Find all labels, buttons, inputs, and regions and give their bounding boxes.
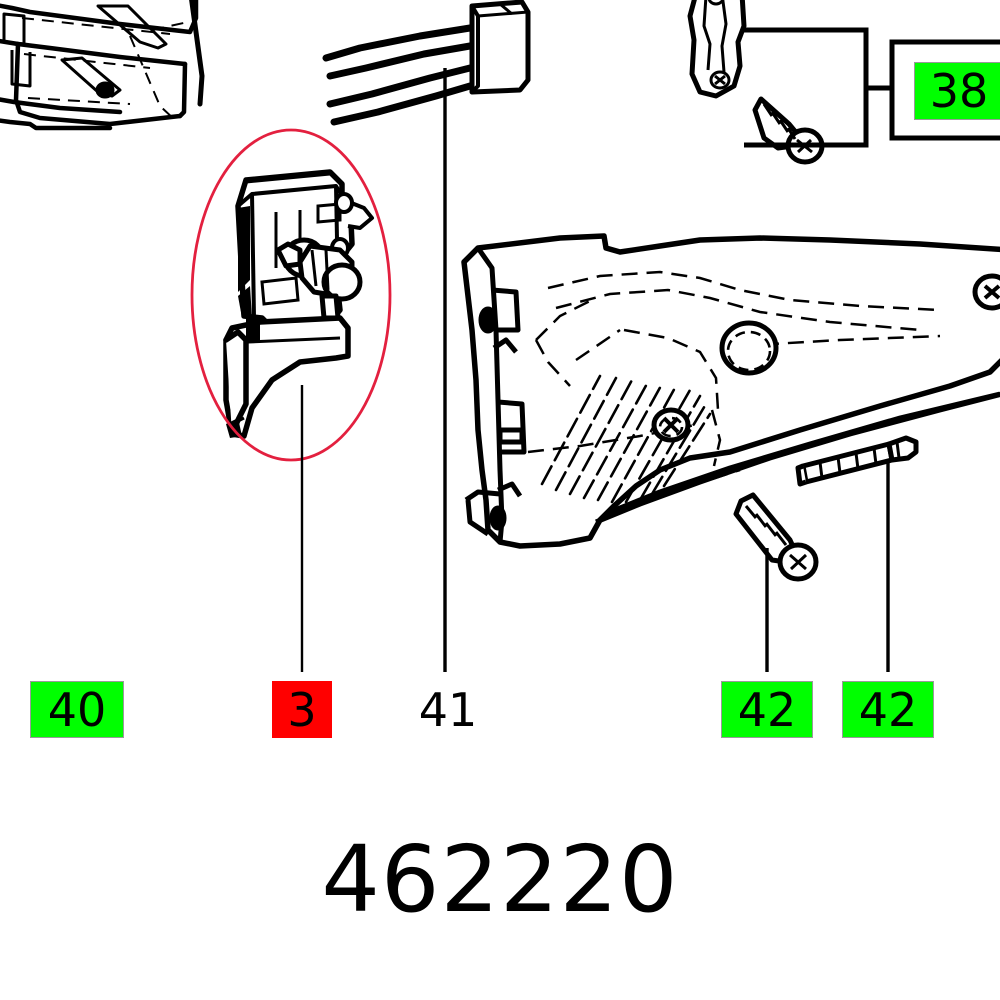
connector-block xyxy=(469,0,531,95)
callout-38[interactable]: 38 xyxy=(914,62,1000,120)
callout-41[interactable]: 41 xyxy=(418,682,478,737)
housing-upper-left-right-edge xyxy=(189,0,205,107)
callout-42-left[interactable]: 42 xyxy=(721,681,813,738)
callout-3[interactable]: 3 xyxy=(272,681,332,738)
callout-40[interactable]: 40 xyxy=(30,681,124,738)
bracket-top-right-detail xyxy=(702,0,731,90)
callout-42-right[interactable]: 42 xyxy=(842,681,934,738)
motor-housing-boss-inner xyxy=(658,330,772,438)
screw-lower-left-threads xyxy=(744,505,808,571)
housing-upper-left-hidden-lines xyxy=(21,17,189,121)
bracket-line-38 xyxy=(741,27,892,148)
component-cable-harness xyxy=(322,24,474,126)
switch-knob-shading xyxy=(310,249,330,291)
motor-housing-boss-marks xyxy=(662,284,1000,434)
motor-housing-lower-lip xyxy=(595,391,1000,525)
leader-lines xyxy=(300,68,890,672)
highlight-ellipse xyxy=(190,128,392,462)
part-number: 462220 xyxy=(321,826,679,933)
motor-housing-left-flange xyxy=(464,246,527,543)
switch-body-details xyxy=(245,172,342,306)
switch-left-black-slot xyxy=(238,206,252,318)
screw-lower-right-threads xyxy=(818,441,901,479)
housing-upper-left-detail xyxy=(2,4,168,99)
motor-housing-vent-slots xyxy=(540,374,712,504)
switch-lower-shroud xyxy=(223,315,351,439)
component-motor-housing-half xyxy=(461,233,1000,549)
